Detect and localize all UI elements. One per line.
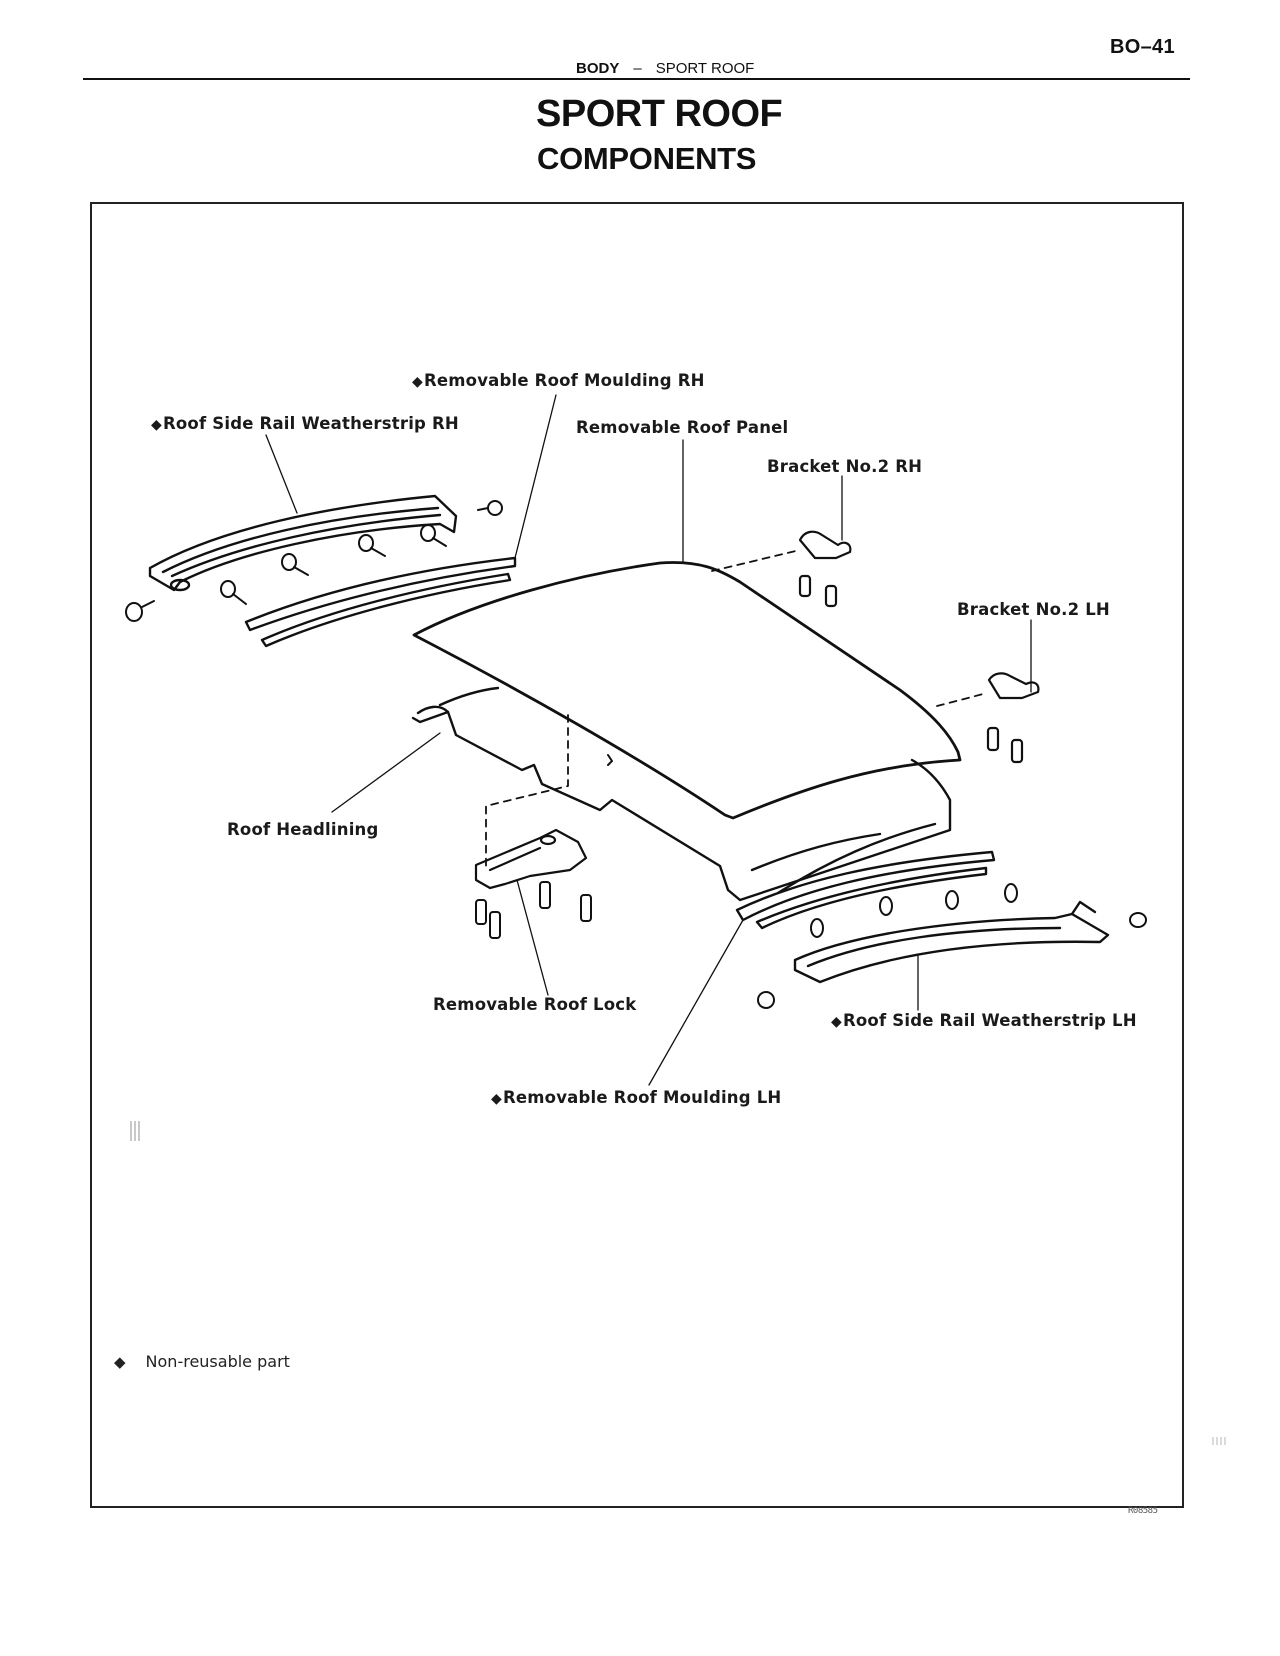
legend-text: Non-reusable part (145, 1352, 290, 1371)
figure-frame (90, 202, 1184, 1508)
label-bracket-rh: Bracket No.2 RH (767, 457, 923, 476)
page-subtitle: COMPONENTS (537, 141, 757, 176)
label-roof-panel: Removable Roof Panel (576, 418, 789, 437)
screws-rh (125, 500, 503, 622)
assembly-lines (485, 549, 988, 871)
leader-roof-lock (516, 879, 549, 996)
dash-roof-lock (485, 714, 569, 871)
header-separator: – (633, 60, 642, 77)
header-rule (83, 78, 1190, 80)
label-headlining: Roof Headlining (227, 820, 379, 839)
weatherstrip-rh-part (148, 494, 458, 592)
leader-moulding-lh (648, 919, 744, 1086)
non-reusable-diamond-icon: ◆ (412, 374, 423, 390)
headlining-part (411, 686, 952, 902)
subsection-name: SPORT ROOF (655, 60, 755, 77)
bracket-lh-part (986, 672, 1040, 764)
label-moulding-lh: ◆Removable Roof Moulding LH (491, 1088, 782, 1107)
leader-moulding-rh (514, 394, 557, 559)
weatherstrip-lh-part (793, 900, 1110, 984)
page-title: SPORT ROOF (536, 93, 783, 135)
screws-lh (757, 883, 1147, 1009)
lock-bolts (475, 881, 592, 939)
leader-lines (265, 394, 1032, 1086)
leader-headlining (331, 732, 441, 813)
running-header: BODY–SPORT ROOF (576, 60, 754, 77)
roof-panel-part (412, 561, 962, 820)
label-roof-lock: Removable Roof Lock (433, 995, 637, 1014)
label-weatherstrip-lh: ◆Roof Side Rail Weatherstrip LH (831, 1011, 1137, 1030)
dash-bracket-lh (936, 692, 988, 707)
label-bracket-lh: Bracket No.2 LH (957, 600, 1110, 619)
section-name: BODY (576, 60, 620, 77)
legend-non-reusable: ◆ Non-reusable part (114, 1352, 290, 1371)
non-reusable-diamond-icon: ◆ (114, 1353, 126, 1371)
page-number: BO–41 (1110, 36, 1175, 58)
bracket-rh-part (798, 530, 852, 608)
non-reusable-diamond-icon: ◆ (831, 1014, 842, 1030)
label-moulding-rh: ◆Removable Roof Moulding RH (412, 371, 705, 390)
figure-code: R08585 (1128, 1506, 1158, 1516)
non-reusable-diamond-icon: ◆ (151, 417, 162, 433)
non-reusable-diamond-icon: ◆ (491, 1091, 502, 1107)
moulding-lh-part (735, 850, 996, 930)
moulding-rh-part (244, 556, 517, 648)
dash-bracket-rh (711, 549, 801, 572)
label-weatherstrip-rh: ◆Roof Side Rail Weatherstrip RH (151, 414, 459, 433)
roof-lock-part (474, 828, 588, 890)
leader-weatherstrip-rh (265, 434, 298, 514)
scan-artifact (130, 1121, 142, 1141)
scan-artifact (1212, 1437, 1226, 1445)
